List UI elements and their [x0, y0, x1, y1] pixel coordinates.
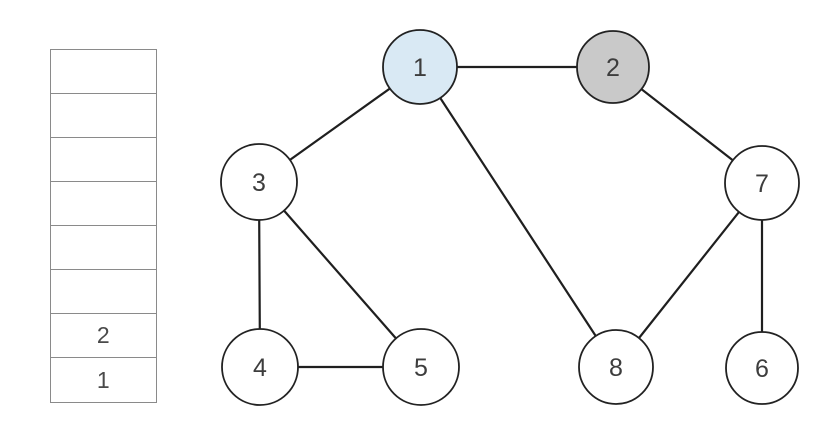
graph-edge-3-5 [257, 180, 423, 369]
graph-node-label-2: 2 [606, 54, 620, 82]
graph-node-8: 8 [578, 329, 654, 405]
graph-node-label-4: 4 [253, 354, 267, 382]
stack-cell-6 [51, 138, 156, 182]
graph-node-label-3: 3 [252, 169, 266, 197]
stack-cell-1: 1 [96, 366, 111, 393]
graph-node-5: 5 [382, 328, 460, 406]
graph-node-circle-7 [724, 145, 800, 221]
graph-node-circle-3 [220, 143, 298, 221]
stack-cell-8 [51, 50, 156, 94]
graph-node-label-6: 6 [755, 355, 769, 383]
graph-node-label-1: 1 [413, 54, 427, 82]
graph-node-7: 7 [724, 145, 800, 221]
graph-node-circle-6 [725, 331, 799, 405]
graph-edge-1-8 [418, 65, 618, 369]
stack-cell-7 [51, 94, 156, 138]
graph-node-circle-8 [578, 329, 654, 405]
graph-node-1: 1 [382, 29, 458, 105]
graph-node-circle-4 [221, 328, 299, 406]
stack-cell-3 [51, 270, 156, 314]
stack-cell-5 [51, 182, 156, 226]
graph-node-circle-1 [382, 29, 458, 105]
stack-cell-2: 2 [51, 314, 156, 358]
graph-edge-7-8 [614, 181, 764, 369]
stack-cell-4 [51, 226, 156, 270]
graph-node-6: 6 [725, 331, 799, 405]
graph-node-label-8: 8 [609, 354, 623, 382]
graph-node-4: 4 [221, 328, 299, 406]
graph-node-3: 3 [220, 143, 298, 221]
graph-node-circle-2 [576, 30, 650, 104]
graph-node-label-7: 7 [755, 170, 769, 198]
graph-node-circle-5 [382, 328, 460, 406]
graph-node-label-5: 5 [414, 354, 428, 382]
graph-node-2: 2 [576, 30, 650, 104]
